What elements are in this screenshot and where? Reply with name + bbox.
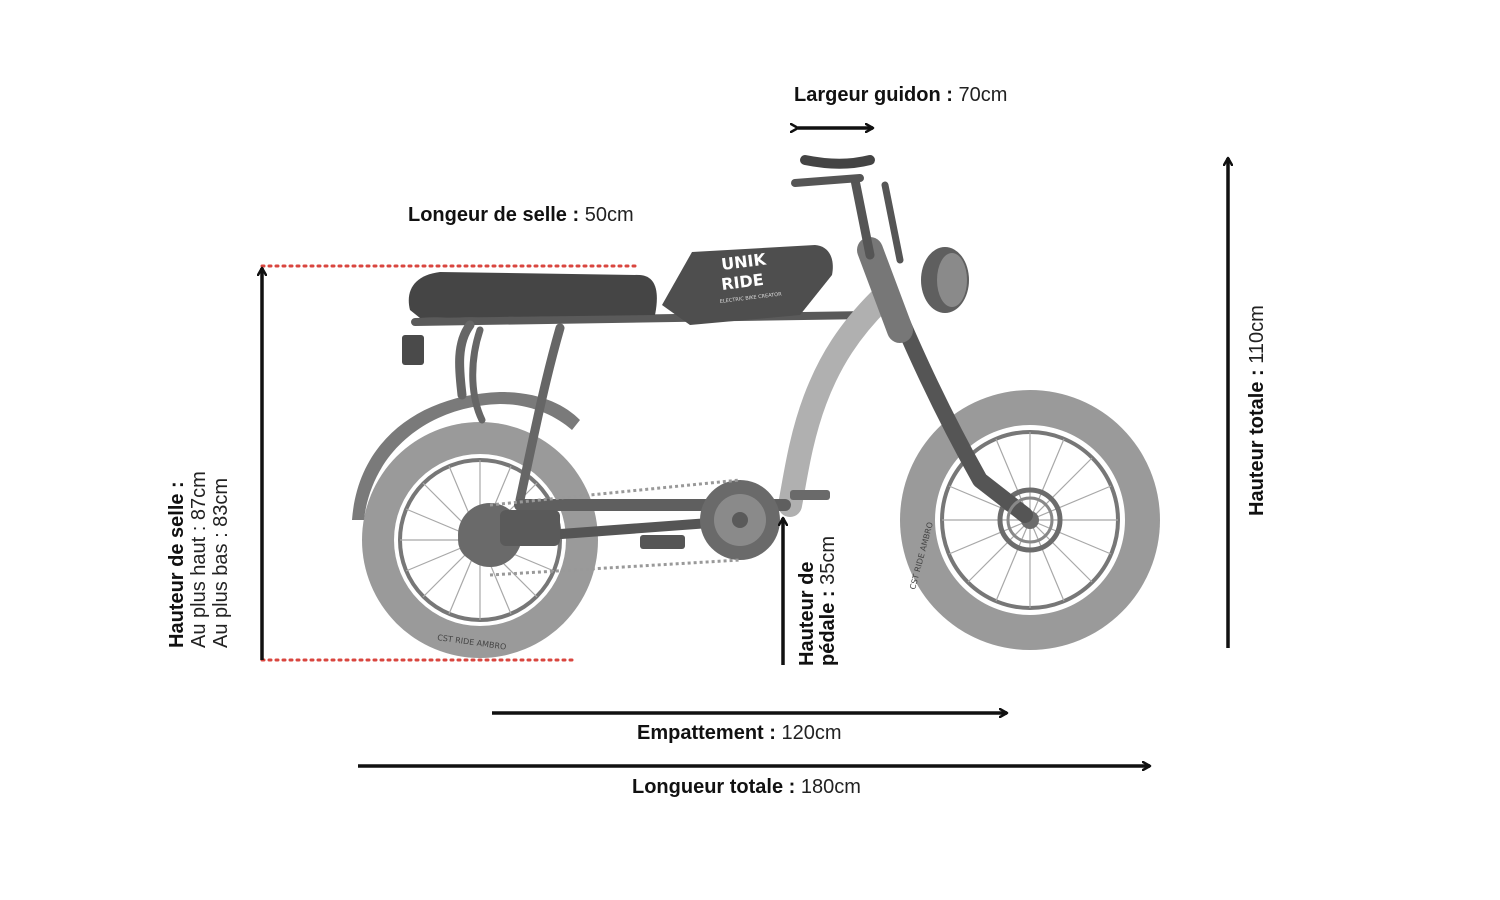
- total-length-label: Longueur totale : 180cm: [632, 776, 861, 798]
- saddle-length-label: Longeur de selle : 50cm: [408, 204, 634, 226]
- wheelbase-label: Empattement : 120cm: [637, 722, 842, 744]
- handlebar-width-label: Largeur guidon : 70cm: [794, 84, 1008, 106]
- headlight: [921, 247, 969, 313]
- total-height-label: Hauteur totale : 110cm: [1246, 305, 1268, 516]
- pedal-height-label: Hauteur de pédale : 35cm: [796, 535, 839, 666]
- bike-illustration: UNIK RIDE ELECTRIC BIKE CREATOR CST RIDE…: [352, 155, 1160, 658]
- seat: [408, 272, 657, 318]
- chainring: [700, 480, 780, 560]
- dimension-lines: [262, 128, 1228, 766]
- battery: UNIK RIDE ELECTRIC BIKE CREATOR: [662, 245, 833, 325]
- saddle-height-label: Hauteur de selle : Au plus haut : 87cm A…: [166, 471, 232, 648]
